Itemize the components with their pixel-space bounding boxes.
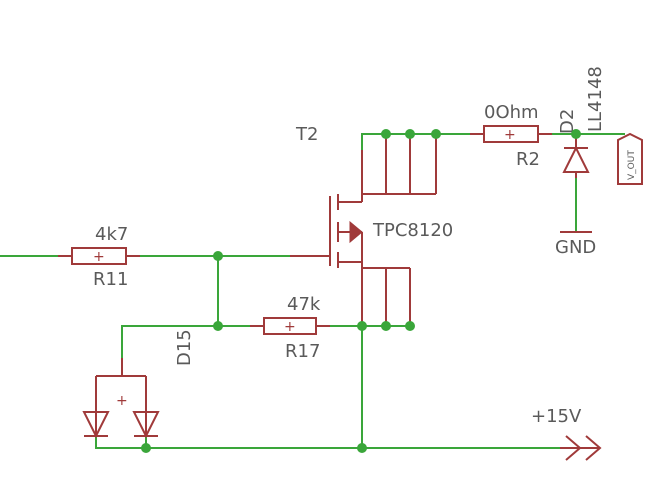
r11-name-label: R11 [93,269,128,290]
resistor-r2-mark: + [504,127,516,143]
d15-name-label: D15 [174,329,195,366]
junction-d2 [571,129,581,139]
diode-d2[interactable] [562,134,590,178]
r11-value-label: 4k7 [95,224,128,245]
junction-drain-3 [431,129,441,139]
t2-name-label: T2 [295,124,318,145]
junction-source-1 [357,321,367,331]
r2-value-label: 0Ohm [484,102,539,123]
supply-arrow [560,435,602,461]
vout-port [617,132,643,185]
r2-name-label: R2 [516,149,540,170]
junction-source-2 [381,321,391,331]
resistor-r11[interactable]: + [58,247,140,265]
t2-value-label: TPC8120 [372,220,453,241]
junction-gate [213,251,223,261]
vout-label: V_OUT [627,150,637,180]
resistor-r2[interactable]: + [470,125,552,143]
mosfet-t2[interactable] [290,134,437,326]
d2-name-label: D2 [557,109,578,134]
resistor-r11-mark: + [93,249,105,265]
junction-rail-diode [141,443,151,453]
junction-source-3 [405,321,415,331]
resistor-r17-mark: + [284,319,296,335]
d2-value-label: LL4148 [585,66,606,132]
r17-name-label: R17 [285,341,320,362]
r17-value-label: 47k [287,294,321,315]
diode-d15-mark: + [116,393,128,409]
resistor-r17[interactable]: + [250,317,330,335]
junction-rail [357,443,367,453]
wires [0,133,625,449]
supply-label: +15V [531,406,582,427]
junction-d15 [213,321,223,331]
diode-d15[interactable]: + [82,358,160,439]
junction-drain-2 [405,129,415,139]
junction-drain-1 [381,129,391,139]
gnd-label: GND [555,237,596,258]
junctions [141,129,581,453]
